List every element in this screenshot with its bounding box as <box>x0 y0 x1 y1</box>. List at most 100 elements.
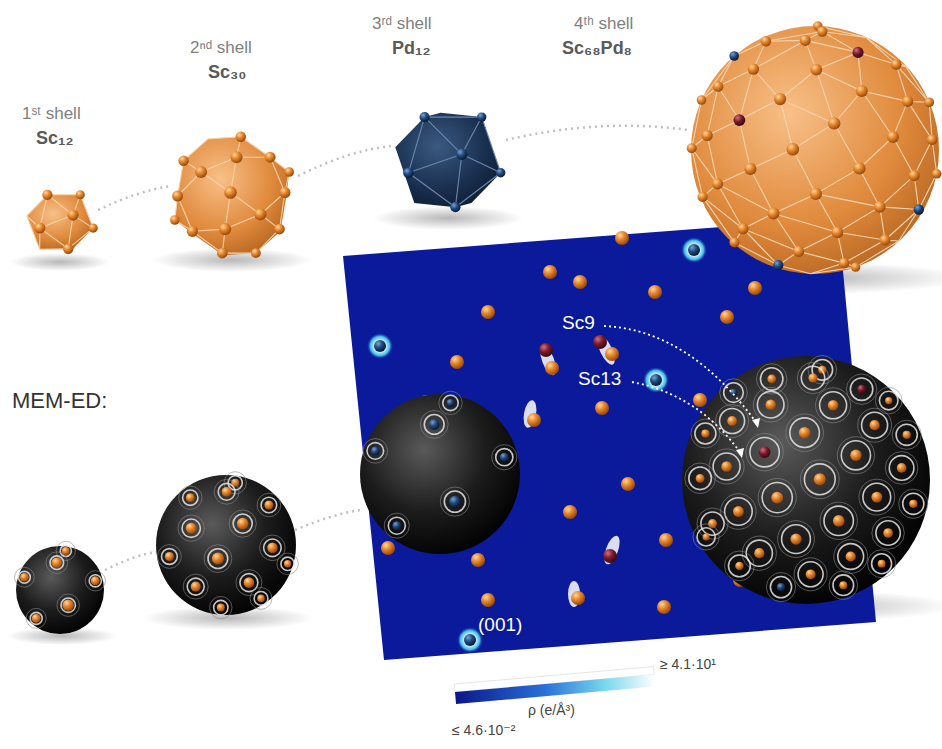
atom <box>897 463 907 473</box>
atom <box>768 208 780 220</box>
atom <box>702 130 713 141</box>
density-contour <box>178 515 204 541</box>
atom <box>735 562 743 570</box>
atom <box>891 59 902 70</box>
atom <box>274 224 285 235</box>
atom <box>222 487 232 497</box>
density-contour <box>420 411 448 439</box>
atom <box>833 515 845 527</box>
density-contour <box>872 554 892 574</box>
atom <box>471 553 485 567</box>
density-contour <box>250 588 272 610</box>
atom <box>712 178 723 189</box>
density-contour <box>761 368 783 390</box>
shell-edge <box>862 91 893 137</box>
density-contour <box>444 491 465 512</box>
atom <box>257 595 265 603</box>
density-contour <box>837 437 874 474</box>
density-contour <box>782 525 811 554</box>
shell-edge <box>793 149 816 194</box>
shell-edge <box>482 117 501 173</box>
mem-sphere-1 <box>15 541 106 634</box>
shell-edge <box>811 267 856 274</box>
atom <box>450 202 460 212</box>
density-contour <box>762 483 792 513</box>
atom <box>734 114 746 126</box>
density-contour <box>208 549 228 569</box>
atom <box>754 548 764 558</box>
density-contour <box>218 483 235 500</box>
density-contour <box>750 438 779 467</box>
growth-path <box>298 146 392 176</box>
atom <box>236 132 246 142</box>
growth-path <box>105 552 156 570</box>
density-contour <box>61 598 75 612</box>
shell-edge <box>455 154 461 207</box>
density-contour <box>885 452 918 485</box>
density-contour <box>725 551 755 581</box>
atom <box>800 35 811 46</box>
shell-edge <box>766 32 822 42</box>
density-contour <box>19 571 31 583</box>
shell-edge <box>718 87 739 121</box>
atom <box>191 582 201 592</box>
density-contour <box>85 571 105 591</box>
density-contour <box>277 553 298 574</box>
shell-edge <box>780 99 793 149</box>
density-contour <box>868 550 896 578</box>
atom <box>759 446 771 458</box>
density-contour <box>834 540 868 574</box>
atom <box>853 162 865 174</box>
density-contour <box>264 539 282 557</box>
shell-edge <box>750 149 792 169</box>
atom <box>573 275 587 289</box>
atom <box>832 226 844 238</box>
shell-edge <box>859 137 893 168</box>
atom <box>447 399 455 407</box>
atom <box>265 152 276 163</box>
shell-edge <box>816 70 834 124</box>
density-contour <box>443 395 458 410</box>
atom <box>771 492 783 504</box>
atom <box>165 552 174 561</box>
atom <box>697 95 707 105</box>
atom <box>748 63 759 74</box>
density-peak <box>537 343 559 377</box>
atom <box>810 64 822 76</box>
shell-edge <box>734 41 766 56</box>
atom <box>799 427 811 439</box>
atom <box>543 265 557 279</box>
atom <box>701 429 709 437</box>
shell-edge <box>837 207 879 232</box>
shell-edge <box>799 251 844 263</box>
shell-edge <box>425 117 462 154</box>
atom <box>883 528 893 538</box>
density-contour <box>260 535 286 561</box>
atom <box>885 397 892 404</box>
density-contour <box>841 441 870 470</box>
atom <box>839 258 850 269</box>
shell-edge <box>834 123 859 168</box>
density-contour <box>829 571 858 600</box>
shell-edge <box>80 195 93 228</box>
atom <box>187 226 198 237</box>
atom <box>870 420 880 430</box>
atom <box>381 541 395 555</box>
atom <box>698 192 708 202</box>
density-contour <box>824 506 853 535</box>
density-contour <box>797 362 828 393</box>
pd12-icosahedron <box>395 112 505 212</box>
density-contour <box>778 521 815 558</box>
atom <box>496 168 505 177</box>
density-contour <box>757 364 787 394</box>
shell-edge <box>743 229 778 266</box>
atom <box>212 553 224 565</box>
shadow <box>373 206 523 230</box>
shell-edge <box>718 184 774 214</box>
density-sphere <box>156 475 296 615</box>
atom <box>605 347 619 361</box>
density-contour <box>753 387 788 422</box>
density-peak <box>601 534 623 566</box>
shell-edge <box>880 176 914 207</box>
density-contour <box>721 494 757 530</box>
